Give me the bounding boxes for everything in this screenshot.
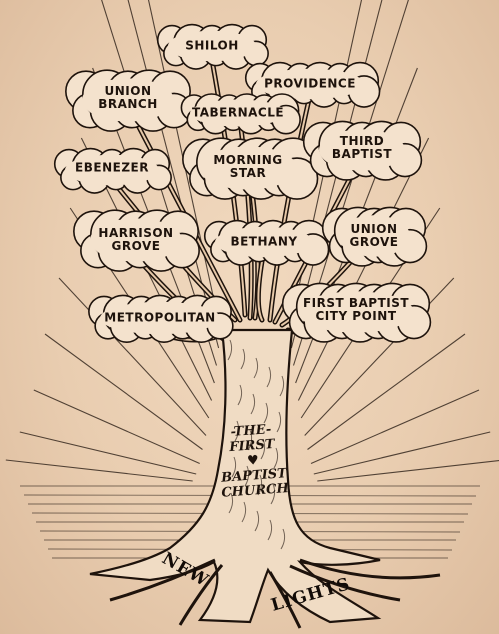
label-union-grove: UNION GROVE — [349, 222, 399, 249]
cloud-body — [190, 99, 286, 127]
bark-stroke — [231, 456, 237, 478]
bark-stroke — [254, 510, 260, 532]
bark-stroke — [263, 402, 269, 424]
cloud-body — [338, 215, 410, 257]
trunk-label-first-baptist-church: -THE- FIRST ♥ BAPTIST CHURCH — [220, 422, 290, 501]
trunk-bark-texture — [109, 339, 441, 629]
bark-stroke — [228, 492, 234, 514]
cloud-harrison-grove — [73, 209, 200, 272]
sun-ray — [307, 333, 466, 450]
cloud-body — [256, 68, 364, 100]
root — [289, 564, 401, 602]
cloud-body — [65, 154, 159, 186]
bark-stroke — [250, 393, 256, 415]
sun-ray — [297, 137, 430, 401]
bark-stroke — [227, 339, 233, 361]
label-third-baptist: THIRD BAPTIST — [331, 134, 393, 161]
label-harrison-grove: HARRISON GROVE — [98, 226, 174, 253]
bark-stroke — [234, 420, 240, 442]
bark-stroke — [260, 438, 266, 460]
cloud-body — [199, 146, 297, 190]
bark-stroke — [266, 366, 272, 388]
root — [178, 564, 224, 626]
tree-trunk — [89, 328, 382, 624]
cloud-body — [90, 218, 182, 262]
cloud-union-grove — [321, 206, 428, 267]
cloud-ebenezer — [53, 147, 172, 194]
label-bethany: BETHANY — [230, 234, 298, 249]
cloud-body — [100, 301, 220, 335]
bark-stroke — [280, 528, 286, 550]
bark-stroke — [253, 357, 259, 379]
foliage-clouds — [53, 23, 432, 343]
bark-stroke — [267, 519, 273, 541]
label-morning-star: MORNING STAR — [213, 153, 283, 180]
cloud-body — [168, 30, 256, 62]
cloud-body — [319, 129, 405, 171]
cloud-metropolitan — [88, 294, 234, 343]
sun-ray — [19, 431, 197, 475]
label-tabernacle: TABERNACLE — [191, 105, 285, 120]
bark-stroke — [247, 429, 253, 451]
sun-ray — [313, 431, 491, 475]
cloud-body — [215, 226, 313, 258]
root — [299, 558, 441, 580]
cloud-morning-star — [182, 137, 319, 200]
bark-stroke — [244, 465, 250, 487]
bark-stroke — [240, 348, 246, 370]
cloud-body — [82, 78, 174, 122]
cloud-shiloh — [156, 23, 269, 70]
root — [109, 558, 216, 602]
cloud-bethany — [203, 219, 330, 266]
cloud-tabernacle — [180, 93, 301, 135]
label-union-branch: UNION BRANCH — [98, 84, 158, 111]
cloud-body — [298, 291, 414, 333]
cloud-first-baptist-city-point — [281, 282, 432, 343]
label-first-baptist-city-point: FIRST BAPTIST CITY POINT — [302, 296, 410, 323]
bark-stroke — [241, 501, 247, 523]
cloud-union-branch — [65, 69, 192, 132]
bark-stroke — [279, 375, 285, 397]
sun-ray — [310, 389, 480, 465]
bark-stroke — [237, 384, 243, 406]
sun-ray — [317, 460, 499, 482]
sun-ray — [44, 333, 203, 450]
label-providence: PROVIDENCE — [264, 76, 356, 91]
label-shiloh: SHILOH — [185, 38, 239, 53]
sun-ray — [33, 389, 200, 465]
label-ebenezer: EBENEZER — [75, 160, 149, 175]
sun-ray — [127, 0, 220, 349]
bark-stroke — [276, 411, 282, 433]
branch-highlight — [269, 94, 311, 321]
bark-stroke — [270, 483, 276, 505]
root — [268, 571, 302, 629]
sun-ray — [58, 277, 207, 436]
bark-stroke — [273, 447, 279, 469]
sun-ray — [5, 459, 193, 482]
cloud-providence — [244, 61, 381, 108]
cloud-third-baptist — [302, 120, 423, 181]
label-metropolitan: METROPOLITAN — [104, 310, 216, 325]
bark-stroke — [257, 474, 263, 496]
